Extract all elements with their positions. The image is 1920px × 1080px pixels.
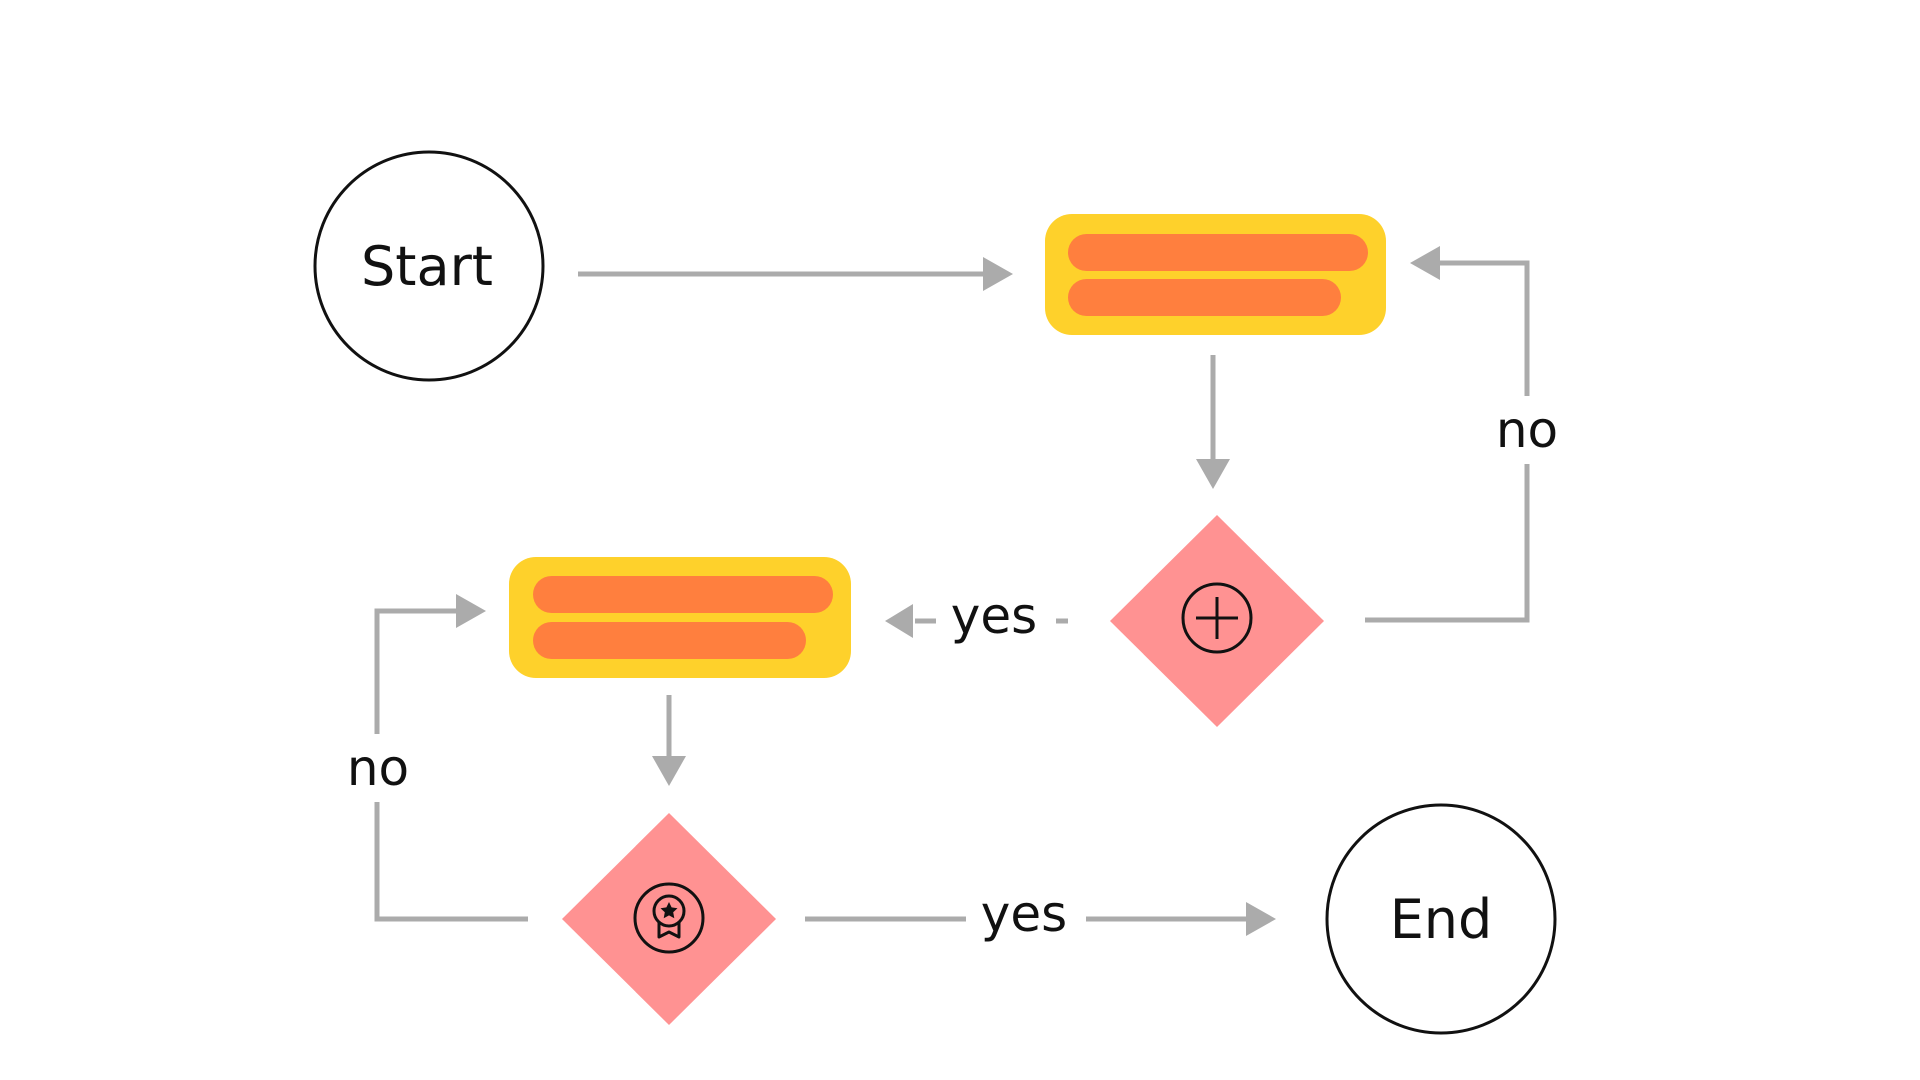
edge-decision-1-no: no (1365, 246, 1567, 623)
process-node-2 (509, 557, 851, 678)
start-label: Start (361, 235, 493, 298)
edge-decision-2-yes: yes (805, 882, 1276, 950)
text-placeholder-bar (533, 622, 806, 659)
edge-decision-1-yes: yes (885, 585, 1068, 653)
decision-node-2 (562, 813, 776, 1025)
end-node: End (1325, 803, 1557, 1035)
edge-label-yes: yes (951, 587, 1037, 645)
process-node-1 (1045, 214, 1386, 335)
text-placeholder-bar (533, 576, 833, 613)
edge-process-2-to-decision-2 (652, 695, 686, 786)
plus-circle-icon (1181, 582, 1253, 654)
edge-label-no: no (1496, 401, 1558, 459)
edge-process-1-to-decision-1 (1196, 355, 1230, 489)
text-placeholder-bar (1068, 234, 1368, 271)
end-label: End (1390, 888, 1493, 951)
award-badge-icon (633, 882, 705, 954)
start-node: Start (313, 150, 545, 382)
decision-node-1 (1110, 515, 1324, 727)
edge-label-yes: yes (981, 885, 1067, 943)
edge-start-to-process-1 (578, 257, 1013, 291)
edge-label-no: no (347, 739, 409, 797)
text-placeholder-bar (1068, 279, 1341, 316)
edge-decision-2-no: no (335, 594, 528, 922)
